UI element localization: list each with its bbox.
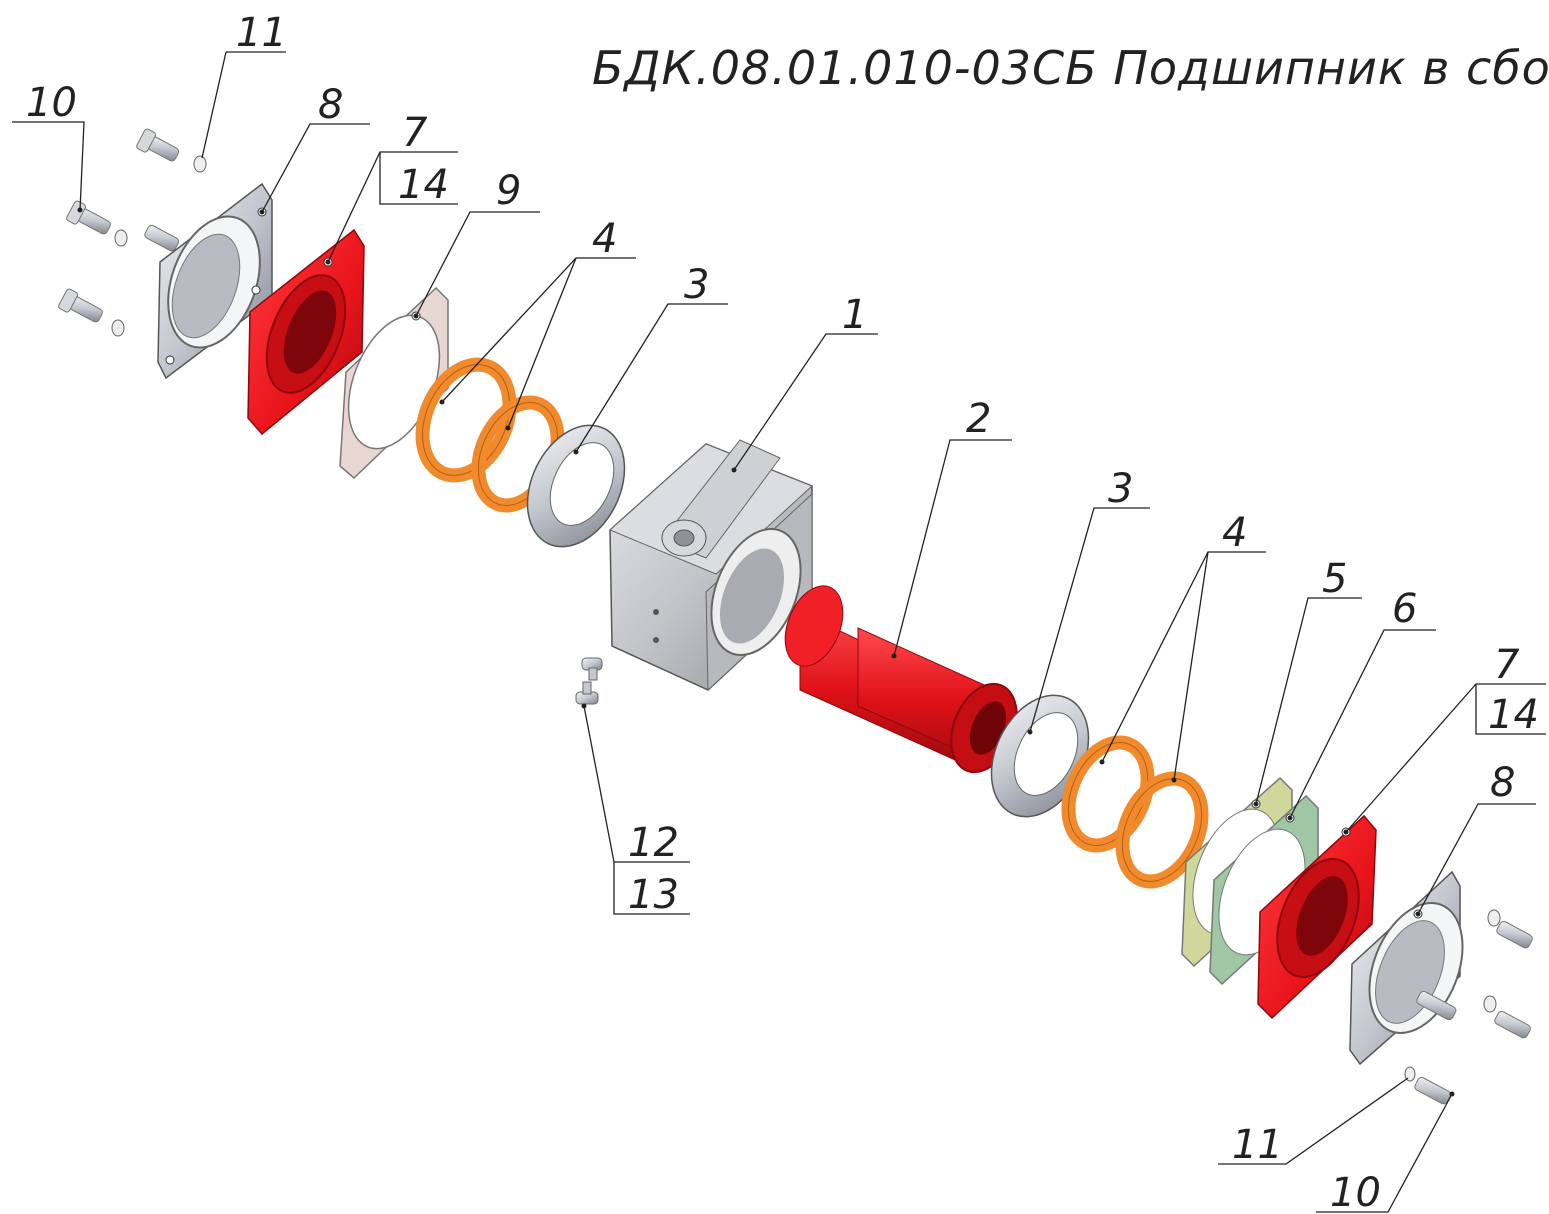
- washer-right-b: [1483, 995, 1497, 1013]
- bolt-10-right-d: [1414, 1076, 1451, 1105]
- orange-ring-4-right-b: [1115, 771, 1209, 889]
- callout-7-top: 7: [402, 110, 428, 156]
- bearing-housing-1: [609, 439, 813, 692]
- orange-ring-4-right-a: [1061, 735, 1155, 853]
- bolt-10-right-b: [1416, 990, 1457, 1021]
- callout-13: 13: [628, 872, 679, 918]
- callout-10-bottom: 10: [1330, 1170, 1381, 1214]
- callout-11-bottom: 11: [1232, 1122, 1283, 1168]
- callout-4-top: 4: [592, 216, 617, 262]
- bolt-10-right-a: [1496, 920, 1533, 949]
- callout-3-top: 3: [684, 262, 709, 308]
- callout-9: 9: [496, 168, 521, 214]
- leader-1: [733, 333, 878, 471]
- red-shaft-2: [784, 585, 1018, 774]
- leader-4-bottom-b: [1173, 551, 1209, 781]
- callout-6: 6: [1392, 586, 1417, 632]
- leader-4-top-a: [441, 257, 636, 403]
- bearing-3-left: [526, 424, 626, 548]
- washer-left-c: [111, 319, 125, 337]
- callout-1: 1: [842, 292, 867, 338]
- leader-10-bottom: [1316, 1093, 1453, 1213]
- callout-8-top: 8: [318, 82, 343, 128]
- leader-9: [415, 211, 540, 317]
- leader-11-bottom: [1218, 1077, 1409, 1165]
- leader-13-box: [613, 862, 690, 915]
- washer-left-a: [114, 229, 128, 247]
- bolt-10-right-c: [1494, 1010, 1531, 1039]
- leader-5: [1255, 597, 1362, 805]
- washer-right-a: [1487, 909, 1501, 927]
- callout-2: 2: [966, 396, 991, 442]
- callout-10-top: 10: [26, 80, 77, 126]
- callout-4-bottom: 4: [1222, 510, 1247, 556]
- callout-12: 12: [628, 820, 679, 866]
- leader-4-bottom-a: [1101, 551, 1266, 763]
- bolt-10-left-b: [144, 224, 180, 252]
- callout-14-bottom: 14: [1488, 692, 1539, 738]
- drawing-title: БДК.08.01.010-03СБ Подшипник в сборе.: [592, 41, 1549, 95]
- leader-4-top-b: [507, 257, 577, 429]
- callout-14-top: 14: [398, 162, 449, 208]
- callout-3-bottom: 3: [1108, 466, 1133, 512]
- leader-10-top: [12, 121, 85, 211]
- leader-3-bottom: [1029, 507, 1150, 733]
- leader-8-top: [261, 123, 370, 213]
- washer-11-right: [1404, 1066, 1416, 1082]
- leader-14-bottom-box: [1475, 684, 1546, 735]
- leader-2: [893, 439, 1012, 657]
- screw-12: [581, 657, 603, 681]
- washer-11-left: [193, 155, 207, 173]
- leader-11-top: [201, 51, 227, 159]
- leader-14-top-box: [379, 152, 458, 205]
- leader-8-bottom: [1417, 803, 1536, 915]
- callout-8-bottom: 8: [1490, 760, 1515, 806]
- bolt-10-left-a: [66, 200, 111, 235]
- bolt-10-left-upper: [136, 128, 180, 162]
- flange-cover-8-left: [157, 182, 273, 380]
- red-cover-7-left: [247, 228, 365, 436]
- red-cover-7-right: [1257, 814, 1377, 1020]
- callout-7-bottom: 7: [1494, 642, 1520, 688]
- screw-13: [575, 681, 599, 705]
- leader-3-top: [575, 303, 728, 453]
- orange-ring-4-left-a: [415, 357, 517, 483]
- leader-6: [1289, 629, 1436, 819]
- callout-11-top: 11: [236, 10, 287, 56]
- callout-5: 5: [1322, 556, 1347, 602]
- bolt-10-left-c: [58, 288, 103, 323]
